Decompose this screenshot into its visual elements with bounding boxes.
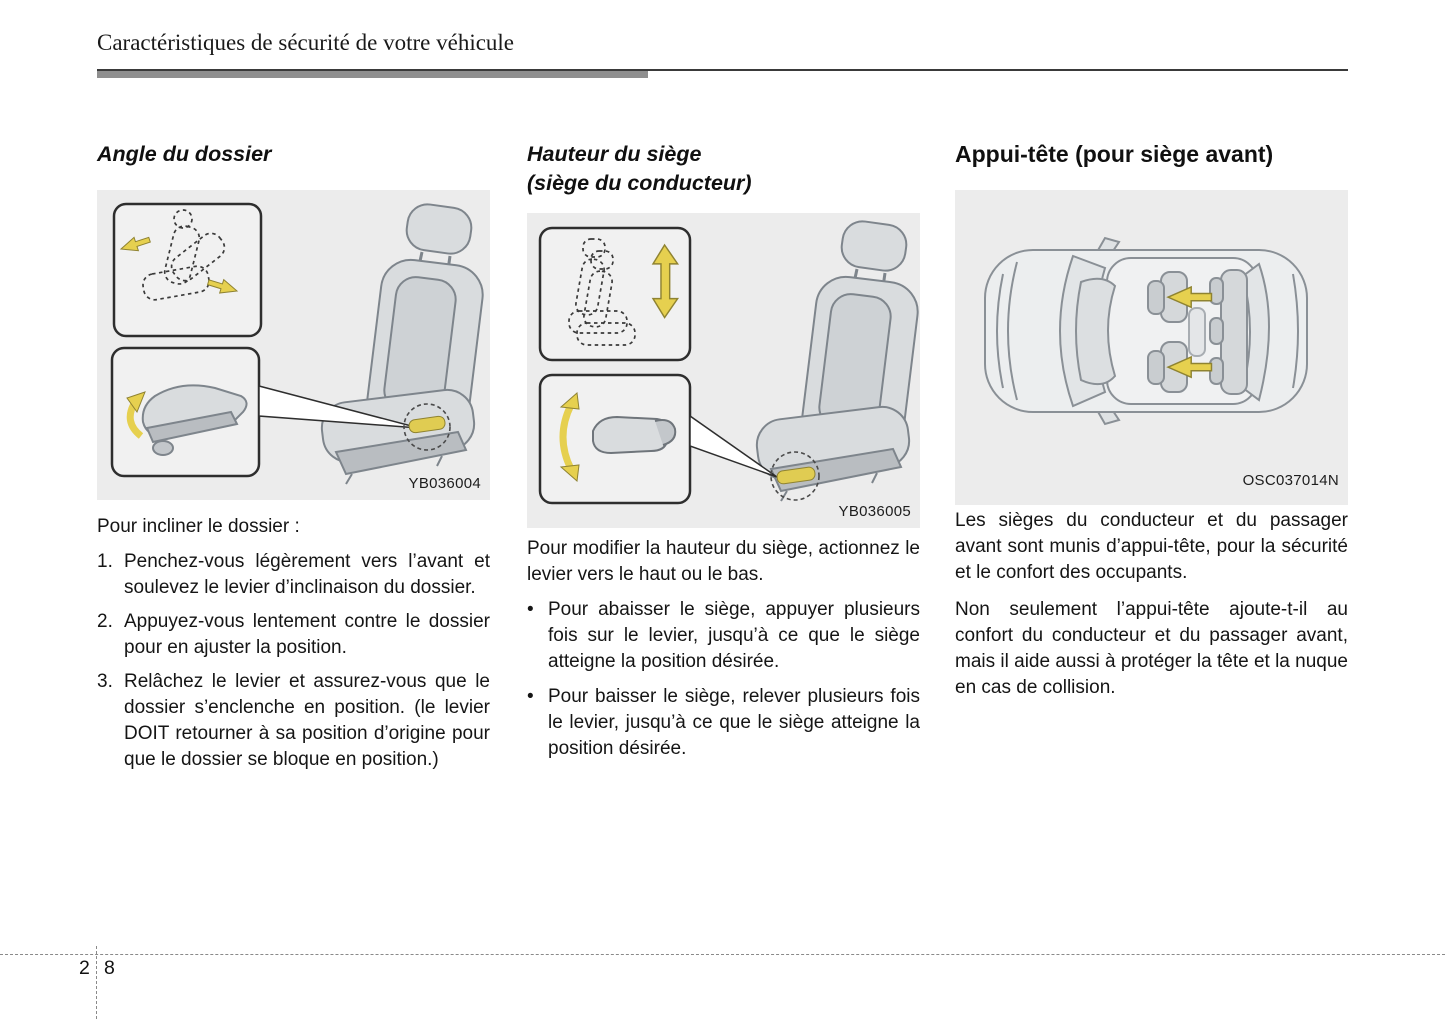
figure-caption: YB036005 [838,503,911,520]
figure-backrest-angle: YB036004 [97,190,490,500]
header-rule-thick [97,71,648,78]
car-interior [1075,269,1248,395]
lever-highlight [403,403,451,451]
column-backrest-angle: Angle du dossier [97,0,490,1019]
headrest-illustration [984,236,1308,426]
list-text: Appuyez-vous lentement contre le dossier… [124,611,490,658]
bullet-marker: • [527,686,534,707]
list-item: 2. Appuyez-vous lentement contre le doss… [97,609,490,661]
list-number: 3. [97,671,113,692]
column-headrest: Appui-tête (pour siège avant) [955,0,1348,1019]
footer-dashed-rule [0,954,1445,955]
backrest-angle-text: Pour incliner le dossier : 1. Penchez-vo… [97,514,490,781]
callout-wedge [258,385,420,429]
page-number-section: 2 [79,957,90,979]
list-number: 2. [97,611,113,632]
page-header-title: Caractéristiques de sécurité de votre vé… [97,30,515,55]
backrest-angle-illustration [110,202,484,485]
lever-pull-arrow-icon [126,391,146,414]
lever-highlight [770,451,820,501]
seat-height-text: Pour modifier la hauteur du siège, actio… [527,536,920,771]
list-item: • Pour baisser le siège, relever plusieu… [527,684,920,762]
headrest-text: Les sièges du conducteur et du passager … [955,508,1348,712]
seat-illustration [320,203,484,485]
list-text: Pour abaisser le siège, appuyer plusieur… [548,599,920,672]
seat-illustration [755,220,919,502]
paragraph: Les sièges du conducteur et du passager … [955,510,1348,583]
section-heading-headrest: Appui-tête (pour siège avant) [955,141,1274,167]
figure-headrest: OSC037014N [955,190,1348,505]
paragraph: Pour modifier la hauteur du siège, actio… [527,538,920,585]
list-item: 1. Penchez-vous légèrement vers l’avant … [97,549,490,601]
callout-wedge [689,414,778,478]
list-text: Pour baisser le siège, relever plusieurs… [548,686,920,759]
paragraph: Non seulement l’appui-tête ajoute-t-il a… [955,599,1348,698]
list-item: 3. Relâchez le levier et assurez-vous qu… [97,669,490,773]
page-number-page: 8 [104,957,115,979]
figure-seat-height: YB036005 [527,213,920,528]
section-heading-backrest-angle: Angle du dossier [97,142,272,166]
car-top-view [984,236,1308,426]
height-lever-diagram [538,373,692,505]
column-seat-height: Hauteur du siège (siège du conducteur) [527,0,920,1019]
lever-up-arrow-icon [559,392,580,410]
header-rule-thin [97,69,1348,71]
footer-dashed-divider [96,946,97,1019]
recline-diagram [112,202,263,338]
recline-lever-diagram [110,346,261,478]
bullet-marker: • [527,599,534,620]
list-text: Penchez-vous légèrement vers l’avant et … [124,551,490,598]
list-number: 1. [97,551,113,572]
lever-down-arrow-icon [559,464,580,482]
section-heading-seat-height: Hauteur du siège (siège du conducteur) [527,142,752,195]
list-item: • Pour abaisser le siège, appuyer plusie… [527,597,920,675]
seat-height-illustration [538,220,919,505]
list-text: Relâchez le levier et assurez-vous que l… [124,671,490,770]
paragraph: Pour incliner le dossier : [97,516,300,537]
figure-caption: YB036004 [408,475,481,492]
figure-caption: OSC037014N [1242,472,1339,489]
height-diagram [538,226,692,362]
